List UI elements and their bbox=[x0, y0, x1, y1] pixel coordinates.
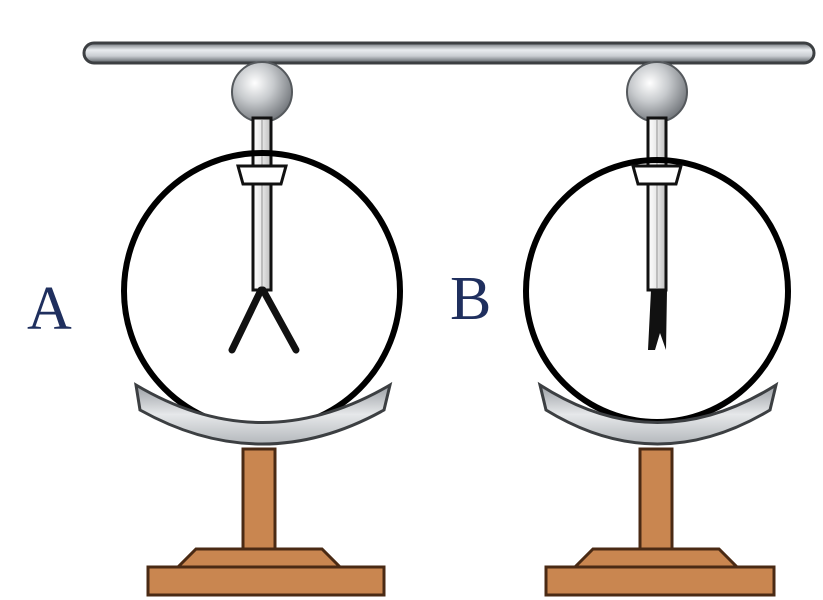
electroscope-a-stopper bbox=[236, 164, 288, 186]
electroscope-b-leaves bbox=[648, 290, 667, 350]
electroscope-b bbox=[523, 61, 791, 597]
electroscope-b-label: B bbox=[450, 265, 491, 333]
electroscope-a-knob bbox=[231, 61, 293, 123]
electroscope-b-base bbox=[544, 565, 776, 597]
electroscope-a-cradle bbox=[134, 381, 393, 446]
electroscope-a-label: A bbox=[27, 275, 72, 343]
electroscope-b-post bbox=[638, 447, 674, 551]
electroscope-b-knob bbox=[626, 61, 688, 123]
electroscope-a-base-top bbox=[174, 547, 344, 569]
electroscope-a bbox=[121, 61, 403, 597]
electroscope-a-leaves bbox=[228, 286, 300, 354]
electroscope-b-base-top bbox=[571, 547, 741, 569]
electroscope-a-post bbox=[241, 447, 277, 551]
connecting-rod bbox=[82, 41, 816, 65]
electroscope-b-stopper bbox=[631, 164, 683, 186]
electroscope-b-cradle bbox=[537, 381, 779, 446]
electroscope-a-base bbox=[146, 565, 386, 597]
